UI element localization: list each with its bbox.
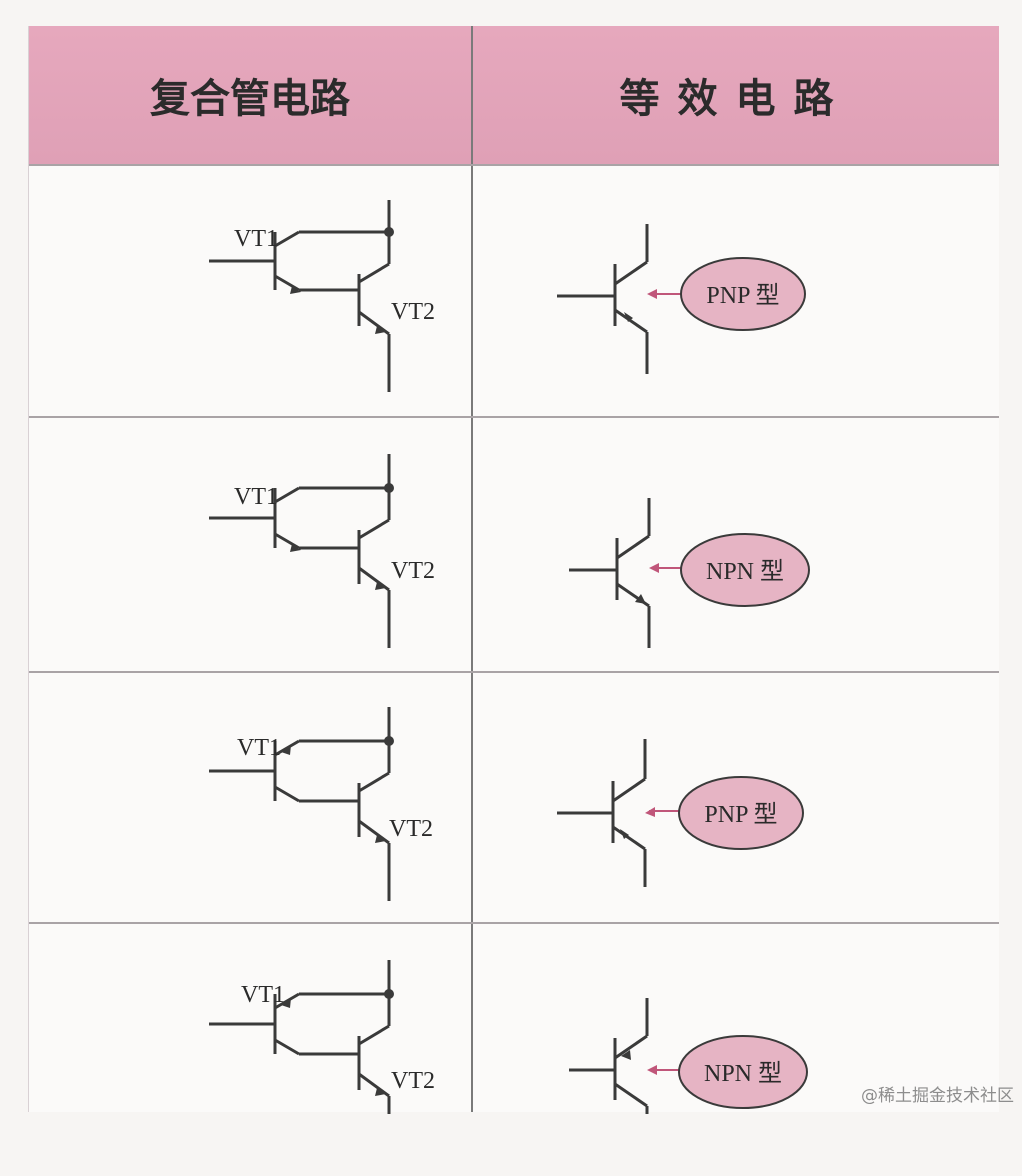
vt1-label: VT1 <box>237 735 281 761</box>
junction-dot <box>384 227 394 237</box>
equivalent-transistor-symbol <box>557 739 647 887</box>
circuit-row: VT1 VT2 PNP 型 <box>209 707 804 901</box>
vt2-label: VT2 <box>391 299 435 325</box>
vt1-label: VT1 <box>241 982 285 1008</box>
transistor-type-label: PNP 型 <box>706 282 779 309</box>
junction-dot <box>384 736 394 746</box>
watermark: @稀土掘金技术社区 <box>861 1086 1014 1106</box>
pointer-arrow <box>649 563 659 573</box>
equivalent-transistor-symbol <box>569 998 649 1114</box>
vt2-label: VT2 <box>391 1068 435 1094</box>
pointer-arrow <box>645 807 655 817</box>
vt2-label: VT2 <box>391 558 435 584</box>
vt1-label: VT1 <box>234 484 278 510</box>
emitter-arrow <box>290 544 301 552</box>
type-oval <box>678 1035 808 1109</box>
composite-circuit-schematic <box>209 200 391 392</box>
emitter-arrow <box>624 312 633 322</box>
type-oval <box>680 533 810 607</box>
emitter-arrow <box>281 998 291 1008</box>
circuit-row: VT1 VT2 NPN 型 <box>209 454 810 648</box>
junction-dot <box>384 989 394 999</box>
emitter-arrow <box>635 594 646 604</box>
type-oval <box>678 776 804 850</box>
emitter-arrow <box>620 829 629 839</box>
table-header: 复合管电路 等效电路 <box>29 26 999 164</box>
transistor-type-label: NPN 型 <box>706 558 784 585</box>
emitter-arrow <box>375 1088 386 1096</box>
equivalent-transistor-symbol <box>569 498 651 648</box>
composite-circuit-schematic <box>209 454 391 648</box>
type-oval <box>680 257 806 331</box>
composite-circuit-schematic <box>209 960 391 1114</box>
emitter-arrow <box>621 1050 631 1060</box>
row-divider <box>29 164 999 166</box>
emitter-arrow <box>375 835 386 843</box>
emitter-arrow <box>281 745 291 755</box>
pointer-arrow <box>647 289 657 299</box>
vt2-label: VT2 <box>389 816 433 842</box>
header-equivalent-circuit: 等效电路 <box>619 75 852 122</box>
composite-circuit-schematic <box>209 707 391 901</box>
column-divider <box>471 26 473 1112</box>
equivalent-transistor-symbol <box>557 224 649 374</box>
transistor-type-label: NPN 型 <box>704 1060 782 1087</box>
circuit-row: VT1 VT2 PNP 型 <box>209 200 806 392</box>
header-composite-circuit: 复合管电路 <box>150 75 350 122</box>
row-divider <box>29 416 999 418</box>
emitter-arrow <box>290 286 301 294</box>
transistor-type-label: PNP 型 <box>704 801 777 828</box>
emitter-arrow <box>375 582 386 590</box>
circuit-row: VT1 VT2 NPN 型 <box>209 960 808 1114</box>
emitter-arrow <box>375 326 386 334</box>
pointer-arrow <box>647 1065 657 1075</box>
circuit-table: 复合管电路 等效电路 VT1 VT2 <box>28 26 999 1114</box>
row-divider <box>29 922 999 924</box>
junction-dot <box>384 483 394 493</box>
vt1-label: VT1 <box>234 226 278 252</box>
row-divider <box>29 671 999 673</box>
